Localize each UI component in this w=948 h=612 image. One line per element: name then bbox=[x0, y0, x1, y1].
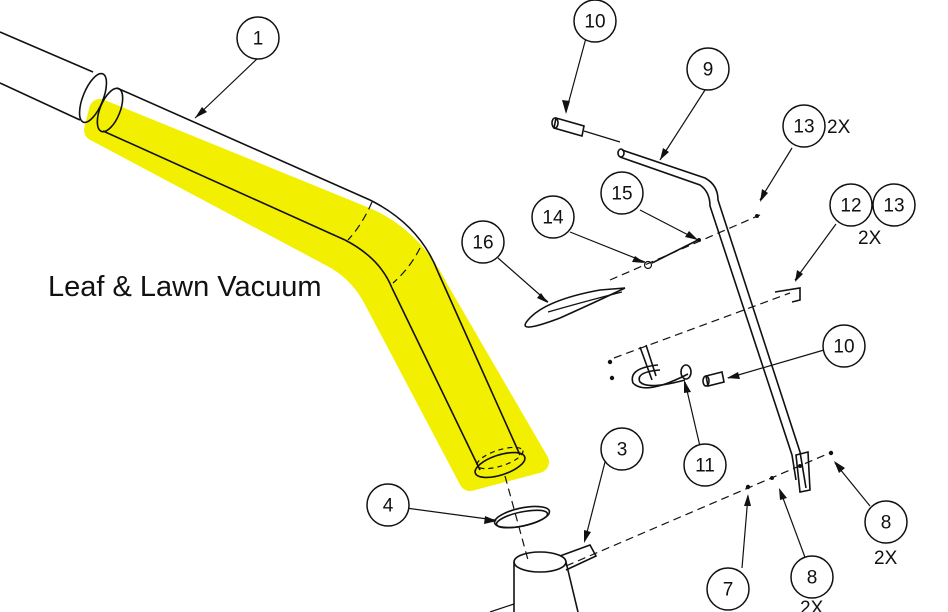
svg-text:10: 10 bbox=[584, 12, 605, 33]
qty-8: 2X bbox=[874, 548, 898, 569]
part-4-clamp bbox=[493, 505, 551, 529]
svg-text:13: 13 bbox=[793, 117, 814, 138]
qty-12-13: 2X bbox=[858, 228, 882, 249]
qty-8-bottom: 2X bbox=[800, 598, 824, 612]
part-16-spring-clip bbox=[524, 287, 626, 328]
part-9-handle-rod bbox=[617, 148, 811, 493]
balloon-15: 15 bbox=[600, 171, 644, 215]
part-3-body bbox=[513, 544, 598, 612]
svg-text:10: 10 bbox=[833, 337, 854, 358]
part-10-sleeve-top bbox=[551, 116, 621, 143]
svg-text:8: 8 bbox=[881, 513, 892, 534]
balloon-8-right: 8 bbox=[864, 500, 908, 544]
balloon-10-middle: 10 bbox=[822, 324, 866, 368]
svg-text:13: 13 bbox=[883, 196, 904, 217]
part-11-latch bbox=[607, 344, 725, 389]
balloon-11: 11 bbox=[683, 443, 727, 487]
svg-text:16: 16 bbox=[472, 233, 493, 254]
diagram-title: Leaf & Lawn Vacuum bbox=[48, 271, 322, 303]
qty-13: 2X bbox=[827, 117, 851, 138]
balloon-4: 4 bbox=[366, 483, 410, 527]
svg-text:12: 12 bbox=[840, 196, 861, 217]
assembly-line-lower bbox=[565, 451, 833, 567]
part-1-bent-tube bbox=[96, 87, 526, 479]
svg-text:9: 9 bbox=[703, 60, 714, 81]
svg-text:7: 7 bbox=[723, 580, 734, 601]
svg-text:14: 14 bbox=[542, 208, 564, 229]
svg-text:15: 15 bbox=[611, 184, 632, 205]
balloon-13-top: 13 bbox=[782, 104, 826, 148]
balloon-13-right: 13 bbox=[872, 183, 916, 227]
balloon-10-top: 10 bbox=[573, 0, 617, 43]
balloon-1: 1 bbox=[236, 16, 280, 60]
svg-text:3: 3 bbox=[617, 440, 628, 461]
balloon-16: 16 bbox=[461, 220, 505, 264]
leader-lines bbox=[194, 37, 871, 612]
part-1-highlight bbox=[84, 99, 549, 491]
svg-text:8: 8 bbox=[807, 568, 818, 589]
balloon-12: 12 bbox=[829, 183, 873, 227]
balloon-3: 3 bbox=[600, 427, 644, 471]
assembly-line-tube bbox=[504, 475, 529, 561]
balloon-9: 9 bbox=[686, 47, 730, 91]
balloon-7: 7 bbox=[706, 567, 750, 611]
svg-text:1: 1 bbox=[253, 29, 264, 50]
svg-text:11: 11 bbox=[695, 456, 715, 477]
balloon-8-bottom: 8 bbox=[790, 555, 834, 599]
assembly-line-mid bbox=[613, 292, 791, 359]
assembly-line-upper bbox=[609, 214, 761, 281]
svg-text:4: 4 bbox=[383, 496, 394, 517]
balloon-14: 14 bbox=[531, 195, 575, 239]
